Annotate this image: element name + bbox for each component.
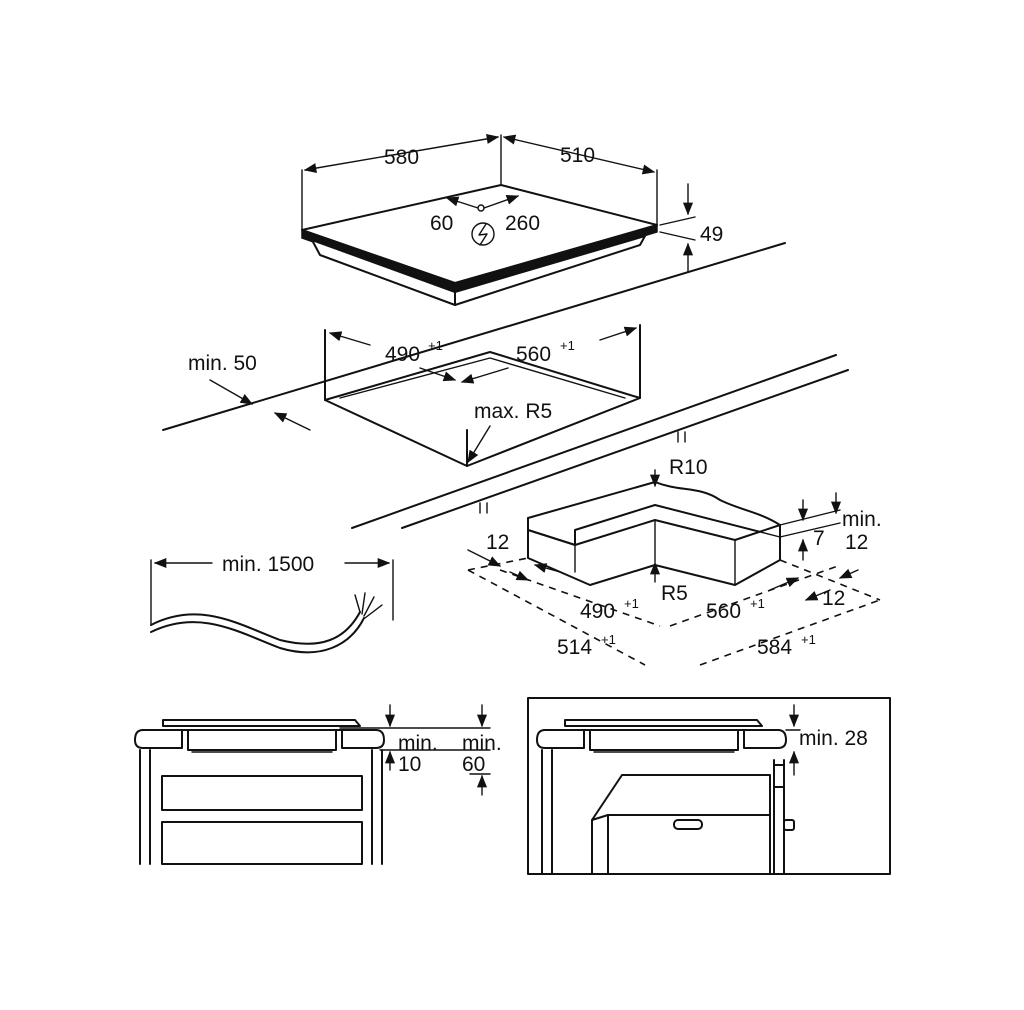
frame-drawing: R10 R5 12 7 min. 12 12 490 +1 560 +1 514… [467, 456, 882, 666]
frame-right-flange-label: 12 [822, 587, 845, 610]
power-cable [150, 611, 361, 645]
drawer-cabinet-view: min. 10 min. 60 [134, 704, 502, 865]
hob-depth-label: 510 [560, 144, 595, 167]
drawer-min-label-a: min. [398, 732, 438, 755]
cutout-width-tol: +1 [428, 338, 443, 353]
cable-length-label: min. 1500 [222, 553, 314, 576]
frame-depth-label: 560 [706, 600, 741, 623]
frame-depth-tol: +1 [750, 596, 765, 611]
frame-min-value: 12 [845, 531, 868, 554]
lightning-circle-icon [471, 222, 495, 246]
frame-outer-depth-tol: +1 [801, 632, 816, 647]
oven-handle [673, 819, 703, 830]
cutout-width-label: 490 [385, 343, 420, 366]
frame-width-tol: +1 [624, 596, 639, 611]
hob-height-label: 49 [700, 223, 723, 246]
frame-r5-label: R5 [661, 582, 688, 605]
dim-580-line [303, 133, 500, 174]
frame-outer-width-tol: +1 [601, 632, 616, 647]
edge-clearance-label: min. 50 [188, 352, 257, 375]
hob-width-label: 580 [384, 146, 419, 169]
frame-width-label: 490 [580, 600, 615, 623]
corner-radius-label: max. R5 [474, 400, 552, 423]
oven-clearance-label: min. 28 [799, 727, 868, 750]
worktop-cutout: 490 +1 560 +1 min. 50 max. R5 [162, 242, 849, 529]
oven-view-frame [527, 697, 891, 875]
frame-outer-depth-label: 584 [757, 636, 792, 659]
drawer-min-value-b: 60 [462, 753, 485, 776]
conn-right-label: 260 [505, 212, 540, 235]
frame-outer-width-label: 514 [557, 636, 592, 659]
cable-drawing: min. 1500 [150, 553, 394, 654]
hob-front-edge [301, 224, 658, 293]
hob-body-right [454, 235, 646, 306]
frame-height-7-label: 7 [813, 527, 825, 550]
conn-left-label: 60 [430, 212, 453, 235]
cutout-depth-label: 560 [516, 343, 551, 366]
drawer-min-label-b: min. [462, 732, 502, 755]
frame-min-label: min. [842, 508, 882, 531]
dim-510-line [502, 134, 656, 175]
hob-drawing: 580 510 60 260 49 [301, 133, 723, 306]
oven-cabinet-view: min. 28 [527, 697, 891, 875]
cutout-depth-tol: +1 [560, 338, 575, 353]
drawer-min-value-a: 10 [398, 753, 421, 776]
frame-left-flange-label: 12 [486, 531, 509, 554]
frame-r10-label: R10 [669, 456, 708, 479]
